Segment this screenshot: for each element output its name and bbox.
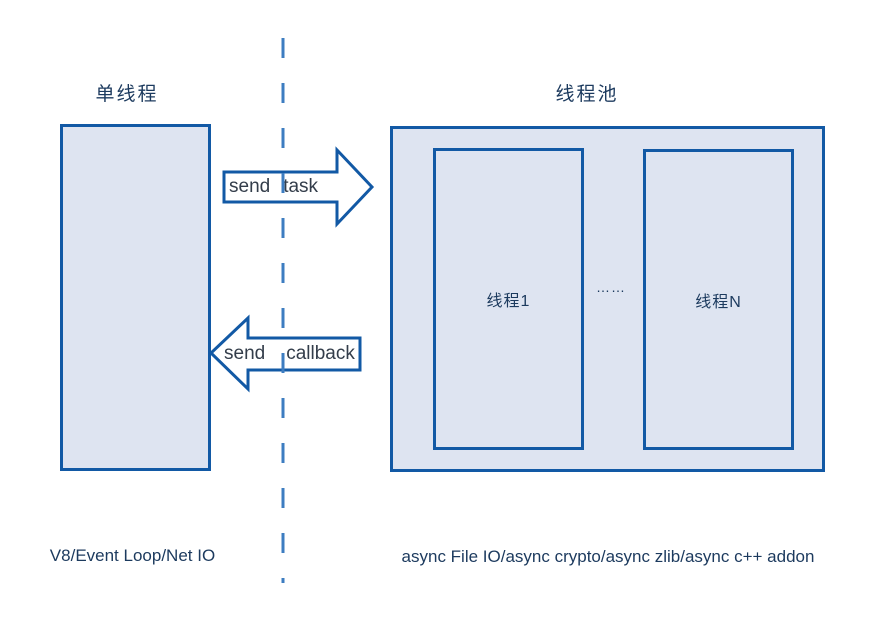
send-callback-verb: send [224, 342, 266, 364]
single-thread-caption: V8/Event Loop/Net IO [49, 546, 216, 565]
thread-pool-title: 线程池 [555, 84, 619, 105]
thread-n-box: 线程N [643, 149, 794, 450]
single-thread-box [60, 124, 211, 471]
thread-ellipsis: …… [596, 279, 626, 295]
single-thread-title: 单线程 [95, 84, 159, 105]
thread-pool-box: 线程1 …… 线程N [390, 126, 825, 472]
send-task-arrow-label: send task [229, 171, 318, 202]
thread-1-box: 线程1 [433, 148, 584, 450]
send-task-object: task [283, 175, 319, 197]
thread-pool-caption: async File IO/async crypto/async zlib/as… [401, 547, 815, 566]
send-callback-object: callback [286, 342, 355, 364]
thread-n-label: 线程N [695, 293, 742, 311]
send-task-verb: send [229, 175, 271, 197]
send-callback-arrow-label: send callback [224, 337, 355, 370]
thread-1-label: 线程1 [486, 293, 531, 310]
